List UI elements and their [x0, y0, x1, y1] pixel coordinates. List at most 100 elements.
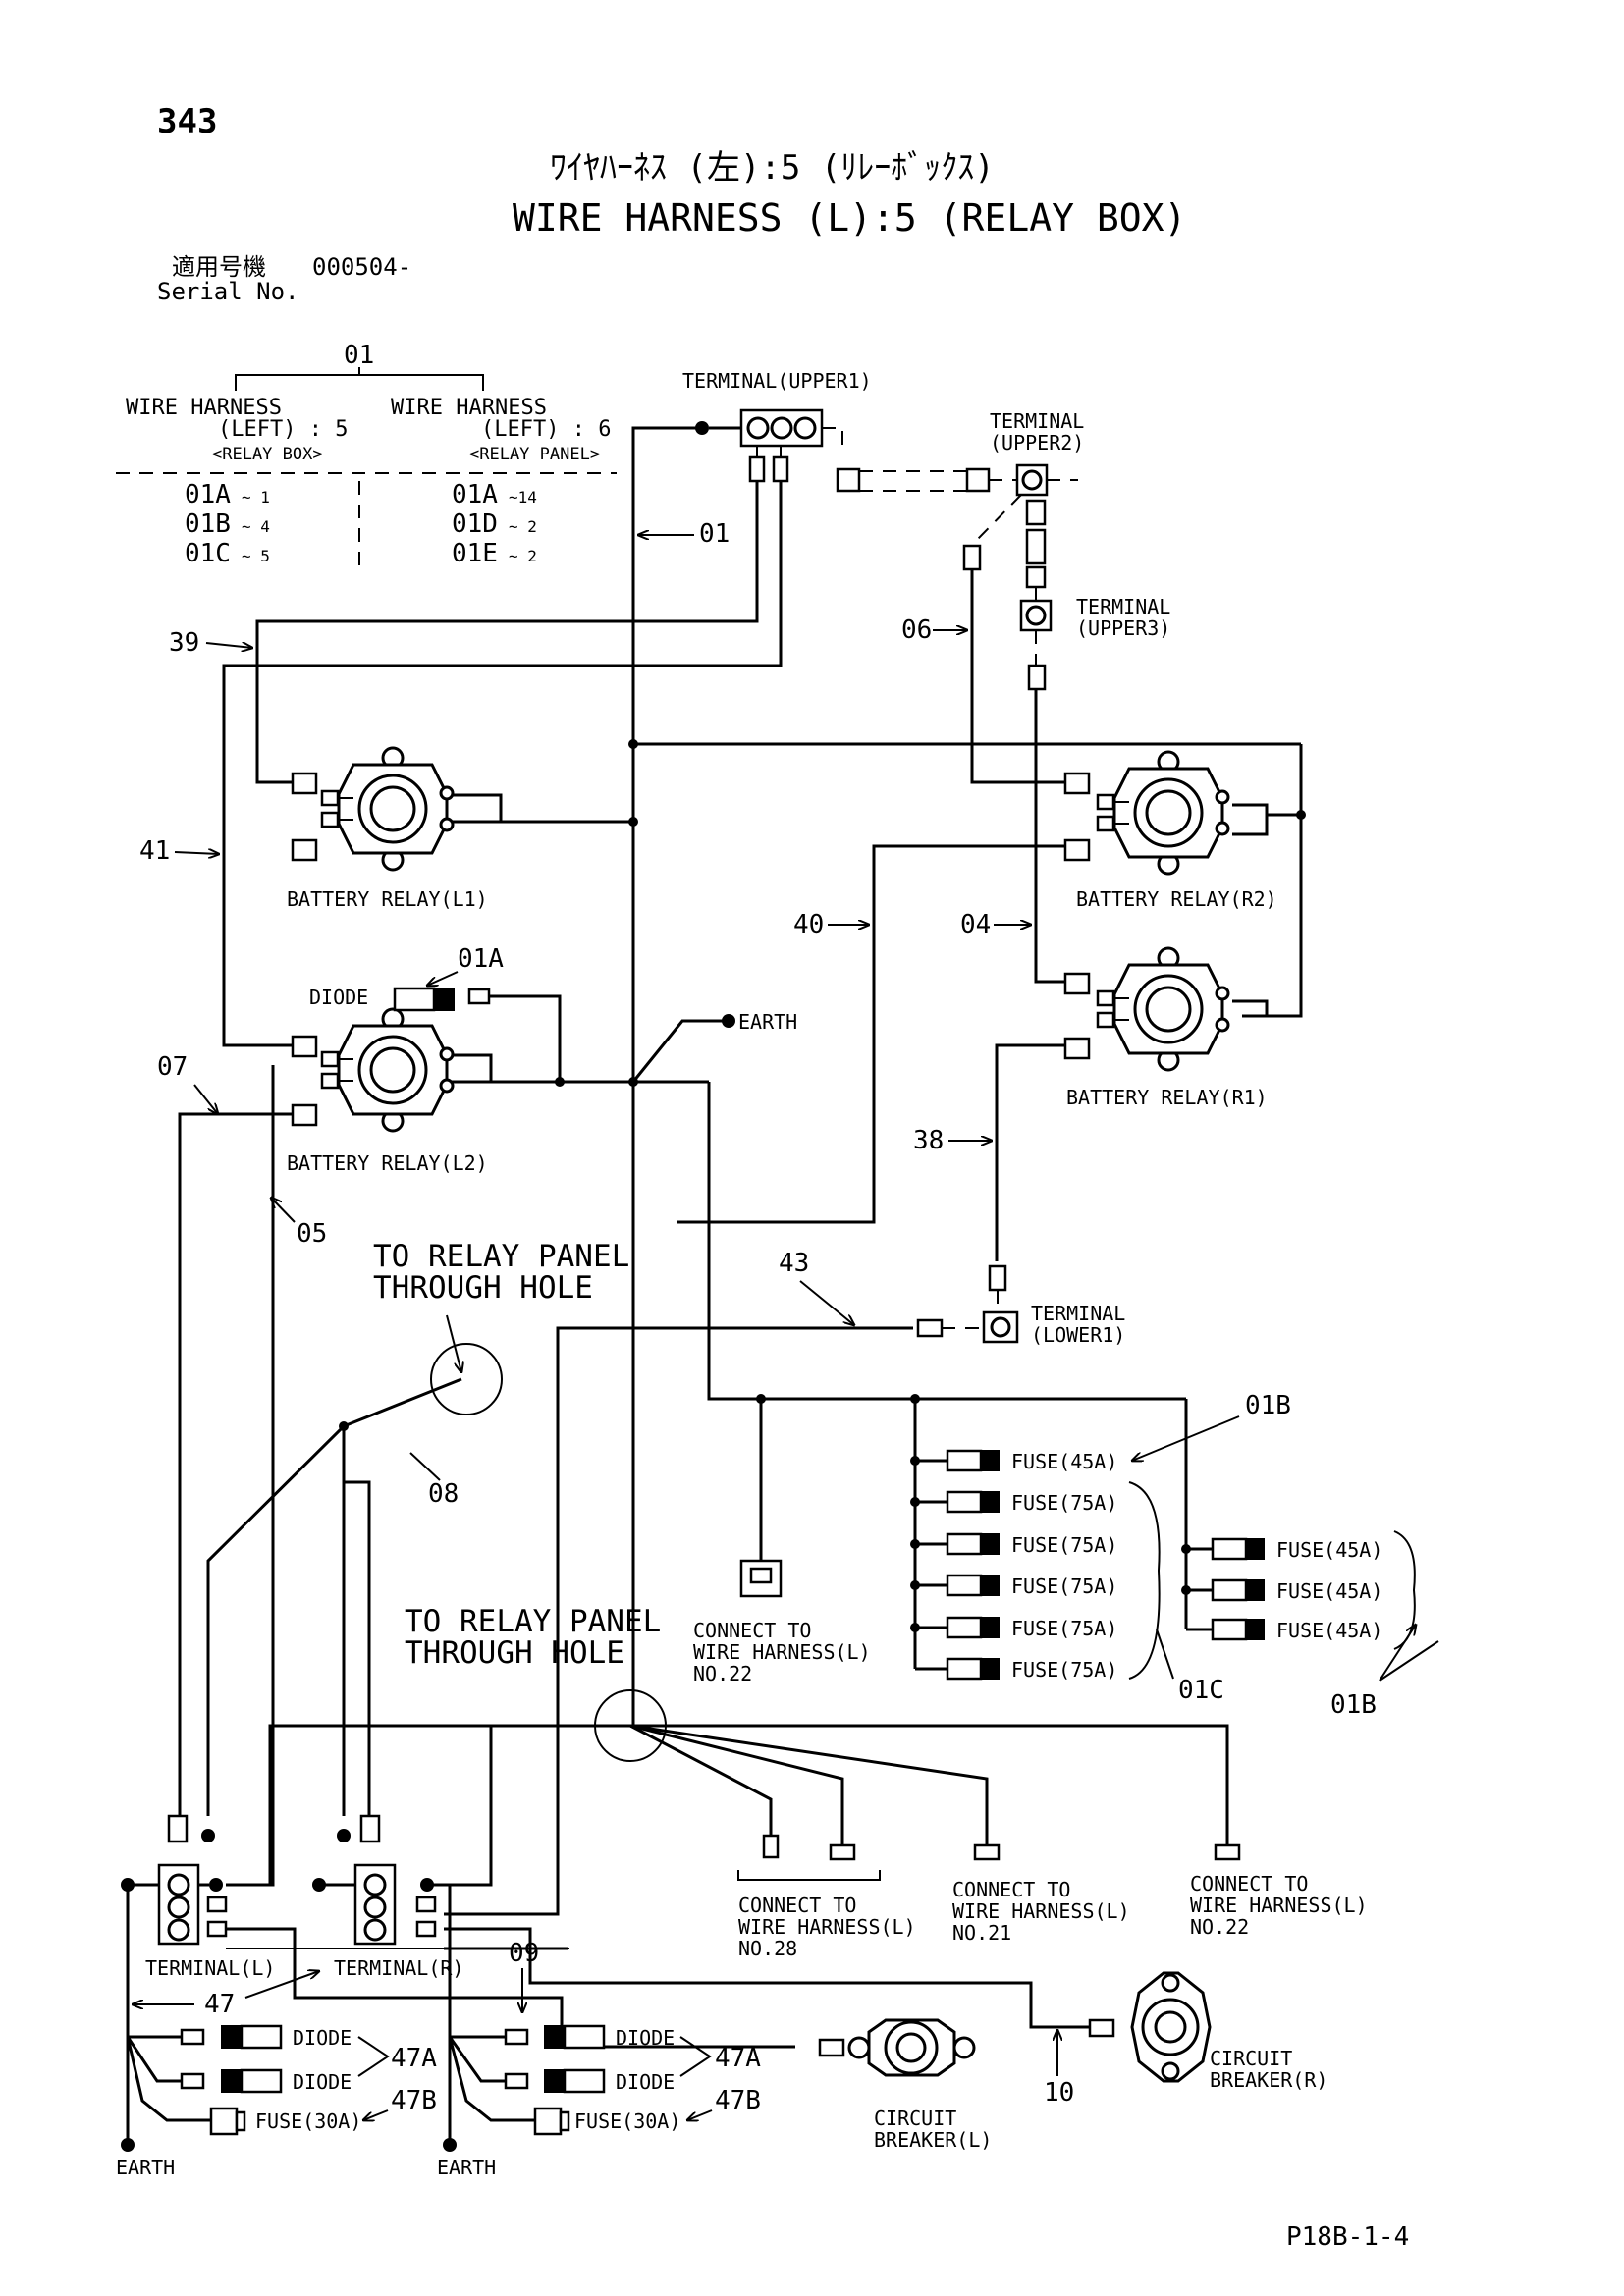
connector-no21-label-1: CONNECT TO	[952, 1878, 1070, 1901]
connector-no22-lower-label-1: CONNECT TO	[1190, 1872, 1308, 1896]
circuit-breaker-r-label-1: CIRCUIT	[1210, 2047, 1292, 2070]
connector-no22-lower-label-2: WIRE HARNESS(L)	[1190, 1894, 1368, 1917]
legend-group: 01	[344, 341, 374, 370]
battery-relay-r1: BATTERY RELAY(R1)	[1063, 946, 1268, 1109]
legend-left-range-2: ~ 4	[242, 517, 270, 536]
earth-label-center: EARTH	[738, 1010, 797, 1034]
fuse-30a-label-right: FUSE(30A)	[574, 2109, 680, 2133]
legend-right-head-3: <RELAY PANEL>	[469, 445, 600, 464]
ref-10: 10	[1044, 2078, 1074, 2108]
connector-no22-upper-label-1: CONNECT TO	[693, 1619, 811, 1642]
through-hole-lower-label-2: THROUGH HOLE	[405, 1635, 624, 1671]
terminal-l: TERMINAL(L)	[128, 1814, 275, 1980]
battery-relay-r1-label: BATTERY RELAY(R1)	[1066, 1086, 1268, 1109]
through-hole-lower-label-1: TO RELAY PANEL	[405, 1604, 661, 1639]
serial-label-en: Serial No.	[157, 278, 299, 305]
ref-01a: 01A	[458, 944, 504, 974]
connector-no21-label-2: WIRE HARNESS(L)	[952, 1899, 1130, 1923]
ref-06: 06	[901, 615, 932, 645]
fuse-75a-label-4: FUSE(75A)	[1011, 1617, 1117, 1640]
legend-left-head-3: <RELAY BOX>	[212, 445, 323, 464]
legend-left-head-1: WIRE HARNESS	[126, 396, 282, 420]
fuse-45a-label-1: FUSE(45A)	[1011, 1450, 1117, 1473]
ref-01b-top: 01B	[1245, 1391, 1291, 1420]
ref-04: 04	[960, 910, 991, 939]
ref-39: 39	[169, 628, 199, 658]
ref-01: 01	[699, 519, 730, 549]
title-japanese: ﾜｲﾔﾊｰﾈｽ (左):5 (ﾘﾚｰﾎﾞｯｸｽ)	[550, 148, 995, 187]
connector-no22-lower: CONNECT TO WIRE HARNESS(L) NO.22	[1190, 1843, 1368, 1939]
through-hole-upper-label-1: TO RELAY PANEL	[373, 1239, 629, 1274]
serial-label-jp: 適用号機	[172, 253, 266, 281]
ref-41: 41	[139, 836, 170, 866]
fuse-group-left: FUSE(45A) FUSE(75A) FUSE(75A) FUSE(75A) …	[910, 1449, 1161, 1682]
fuse-75a-label-3: FUSE(75A)	[1011, 1575, 1117, 1598]
circuit-breaker-r: CIRCUIT BREAKER(R)	[1088, 1971, 1327, 2092]
diode-label-lr1: DIODE	[616, 2026, 675, 2050]
circuit-breaker-l-label-2: BREAKER(L)	[874, 2128, 992, 2152]
ref-07: 07	[157, 1052, 188, 1082]
terminal-upper1: TERMINAL(UPPER1)	[682, 369, 872, 483]
legend-right-code-2: 01D	[452, 509, 498, 539]
connector-no28-label-1: CONNECT TO	[738, 1894, 856, 1917]
connector-no28-label-3: NO.28	[738, 1937, 797, 1960]
page-number: 343	[157, 102, 217, 141]
legend-left-range-3: ~ 5	[242, 547, 270, 565]
ref-09: 09	[509, 1939, 539, 1968]
terminal-upper1-label: TERMINAL(UPPER1)	[682, 369, 872, 393]
ref-47a-right: 47A	[715, 2044, 761, 2073]
earth-label-left: EARTH	[116, 2156, 175, 2179]
connector-no28: CONNECT TO WIRE HARNESS(L) NO.28	[737, 1834, 916, 1960]
legend-left-code-1: 01A	[185, 480, 231, 509]
legend-left-code-2: 01B	[185, 509, 231, 539]
ref-40: 40	[793, 910, 824, 939]
fuse-75a-label-1: FUSE(75A)	[1011, 1491, 1117, 1515]
terminal-upper2: TERMINAL (UPPER2)	[836, 409, 1084, 601]
legend: 01 WIRE HARNESS (LEFT) : 5 <RELAY BOX> W…	[116, 341, 617, 571]
terminal-upper2-label-1: TERMINAL	[990, 409, 1084, 433]
terminal-l-label: TERMINAL(L)	[145, 1956, 275, 1980]
legend-right-range-3: ~ 2	[509, 547, 537, 565]
page-title: WIRE HARNESS (L):5 (RELAY BOX)	[513, 196, 1186, 240]
connector-no21: CONNECT TO WIRE HARNESS(L) NO.21	[952, 1843, 1130, 1945]
connector-no21-label-3: NO.21	[952, 1921, 1011, 1945]
diode-label-ll1: DIODE	[293, 2026, 352, 2050]
reference-callouts: 01 39 06 41 40 04 07 38 05 43 08 01B 01C…	[133, 519, 1439, 2120]
ref-47: 47	[204, 1990, 235, 2019]
earth-label-right: EARTH	[437, 2156, 496, 2179]
terminal-upper2-label-2: (UPPER2)	[990, 431, 1084, 454]
diode-label-ll2: DIODE	[293, 2070, 352, 2094]
ref-47b-left: 47B	[391, 2086, 437, 2115]
terminal-upper3: TERMINAL (UPPER3)	[1019, 595, 1170, 691]
through-hole-lower: TO RELAY PANEL THROUGH HOLE	[405, 1604, 667, 1762]
ref-05: 05	[297, 1219, 327, 1249]
fuse-45a-label-3: FUSE(45A)	[1276, 1579, 1382, 1603]
ref-38: 38	[913, 1126, 944, 1155]
diode-label-lr2: DIODE	[616, 2070, 675, 2094]
legend-right-head-1: WIRE HARNESS	[391, 396, 547, 420]
legend-right-range-1: ~14	[509, 488, 537, 507]
lower-left-diodes: DIODE DIODE FUSE(30A)	[180, 2024, 390, 2136]
battery-relay-r2-label: BATTERY RELAY(R2)	[1076, 887, 1277, 911]
circuit-breaker-l: CIRCUIT BREAKER(L)	[818, 2018, 992, 2152]
legend-right-head-2: (LEFT) : 6	[481, 417, 611, 442]
ref-08: 08	[428, 1479, 459, 1509]
terminal-upper3-label-2: (UPPER3)	[1076, 616, 1170, 640]
terminal-lower1: TERMINAL (LOWER1)	[916, 1264, 1125, 1347]
fuse-75a-label-5: FUSE(75A)	[1011, 1658, 1117, 1682]
terminal-r-label: TERMINAL(R)	[334, 1956, 463, 1980]
fuse-45a-label-2: FUSE(45A)	[1276, 1538, 1382, 1562]
connector-no22-upper-label-2: WIRE HARNESS(L)	[693, 1640, 871, 1664]
legend-right-code-3: 01E	[452, 539, 498, 568]
circuit-breaker-l-label-1: CIRCUIT	[874, 2107, 956, 2130]
terminal-upper3-label-1: TERMINAL	[1076, 595, 1170, 618]
battery-relay-l2-label: BATTERY RELAY(L2)	[287, 1151, 488, 1175]
battery-relay-l2: BATTERY RELAY(L2)	[287, 1007, 488, 1175]
legend-left-range-1: ~ 1	[242, 488, 270, 507]
through-hole-upper: TO RELAY PANEL THROUGH HOLE	[373, 1239, 629, 1415]
fuse-75a-label-2: FUSE(75A)	[1011, 1533, 1117, 1557]
diode-01a: DIODE 01A	[309, 944, 504, 1012]
legend-left-code-3: 01C	[185, 539, 231, 568]
ref-47b-right: 47B	[715, 2086, 761, 2115]
